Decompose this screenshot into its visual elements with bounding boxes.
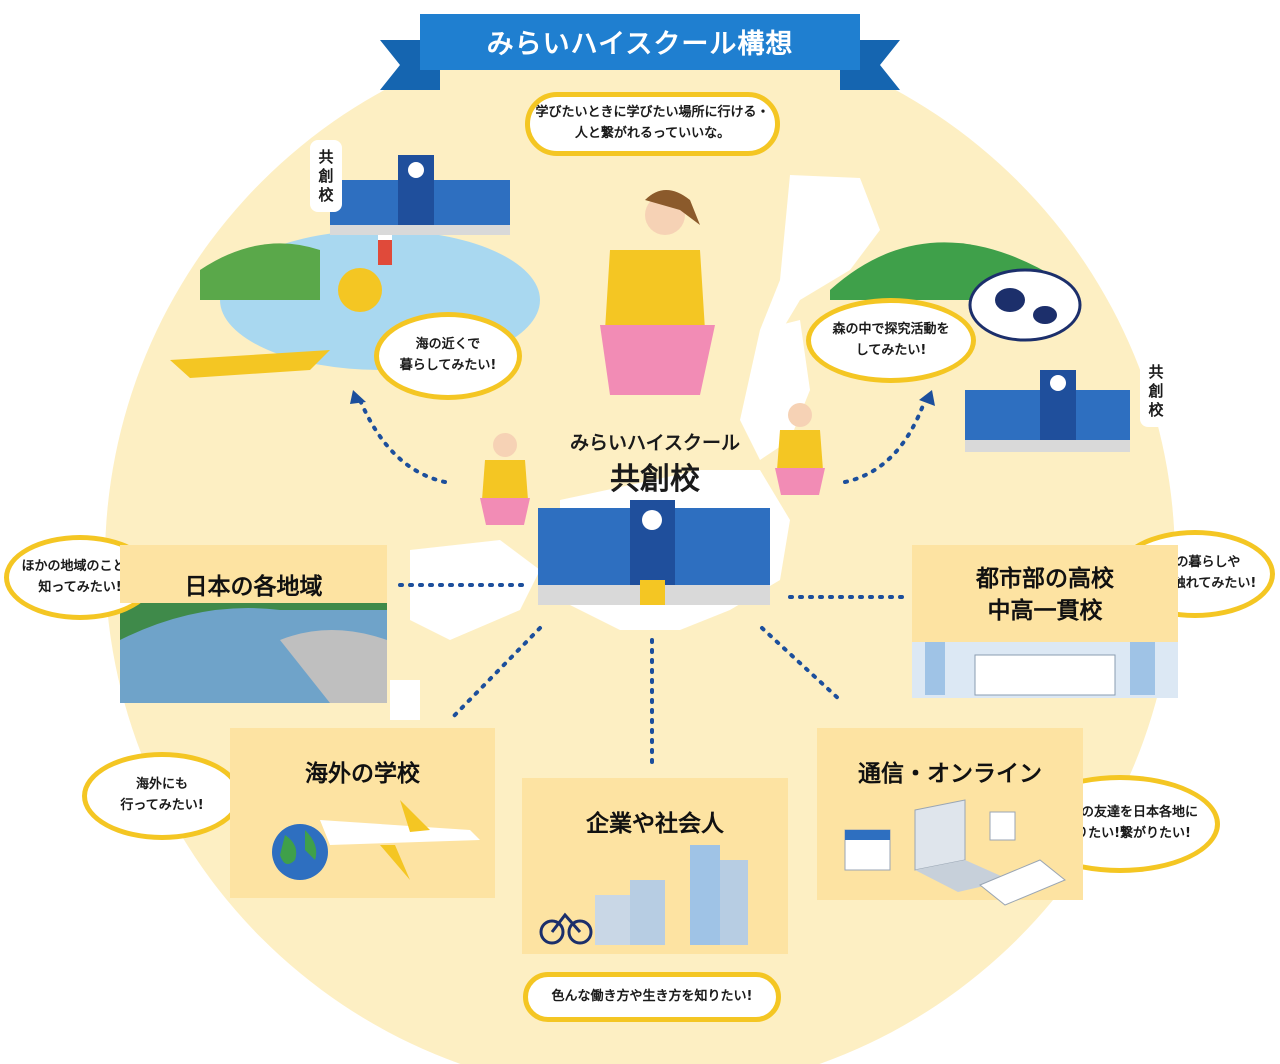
bubble-top-text: 学びたいときに学びたい場所に行ける・ 人と繋がれるっていいな。: [535, 105, 770, 141]
arrowheads: [350, 390, 935, 406]
bubble-overseas-text: 海外にも 行ってみたい!: [120, 777, 204, 813]
left-school-label: 共 創 校: [310, 140, 342, 213]
card-online-title: 通信・オンライン: [858, 761, 1042, 787]
bubble-top: 学びたいときに学びたい場所に行ける・ 人と繋がれるっていいな。: [525, 92, 780, 156]
connector-dotted-lines: [358, 398, 927, 772]
bubble-sea-text: 海の近くで 暮らしてみたい!: [399, 337, 497, 373]
right-school-building: [965, 370, 1130, 452]
rice-field-illustration: [120, 600, 387, 703]
card-overseas-title: 海外の学校: [305, 761, 420, 787]
card-business: 企業や社会人: [522, 778, 788, 954]
card-overseas: 海外の学校: [230, 728, 495, 898]
card-regions-title: 日本の各地域: [184, 574, 323, 600]
bubble-forest-text: 森の中で探究活動を してみたい!: [832, 321, 950, 358]
center-subtitle: みらいハイスクール: [569, 432, 741, 454]
left-girl-illustration: [480, 433, 530, 525]
bubble-forest: 森の中で探究活動を してみたい!: [806, 298, 976, 383]
bubble-regions-text: ほかの地域のことも 知ってみたい!: [21, 558, 139, 595]
forest-scene: [830, 242, 1082, 342]
cityscape-illustration: [912, 622, 1178, 698]
main-girl-illustration: [600, 190, 715, 395]
card-regions: 日本の各地域: [120, 545, 387, 705]
card-city-title: 都市部の高校 中高一貫校: [976, 566, 1114, 625]
bubble-overseas: 海外にも 行ってみたい!: [82, 752, 242, 840]
title-banner-ribbon: [380, 14, 900, 90]
card-city: 都市部の高校 中高一貫校: [912, 545, 1178, 700]
bubble-business-text: 色んな働き方や生き方を知りたい!: [551, 988, 753, 1004]
center-school-building: [538, 500, 770, 605]
bubble-sea: 海の近くで 暮らしてみたい!: [374, 312, 522, 400]
bubble-business: 色んな働き方や生き方を知りたい!: [523, 972, 781, 1022]
card-online: 通信・オンライン: [817, 728, 1083, 900]
banner-title: みらいハイスクール構想: [486, 28, 794, 60]
right-school-label: 共 創 校: [1140, 355, 1172, 428]
right-girl-illustration: [775, 403, 825, 495]
left-school-building: [330, 155, 510, 235]
center-title: 共創校: [610, 462, 700, 497]
card-business-title: 企業や社会人: [586, 811, 724, 837]
